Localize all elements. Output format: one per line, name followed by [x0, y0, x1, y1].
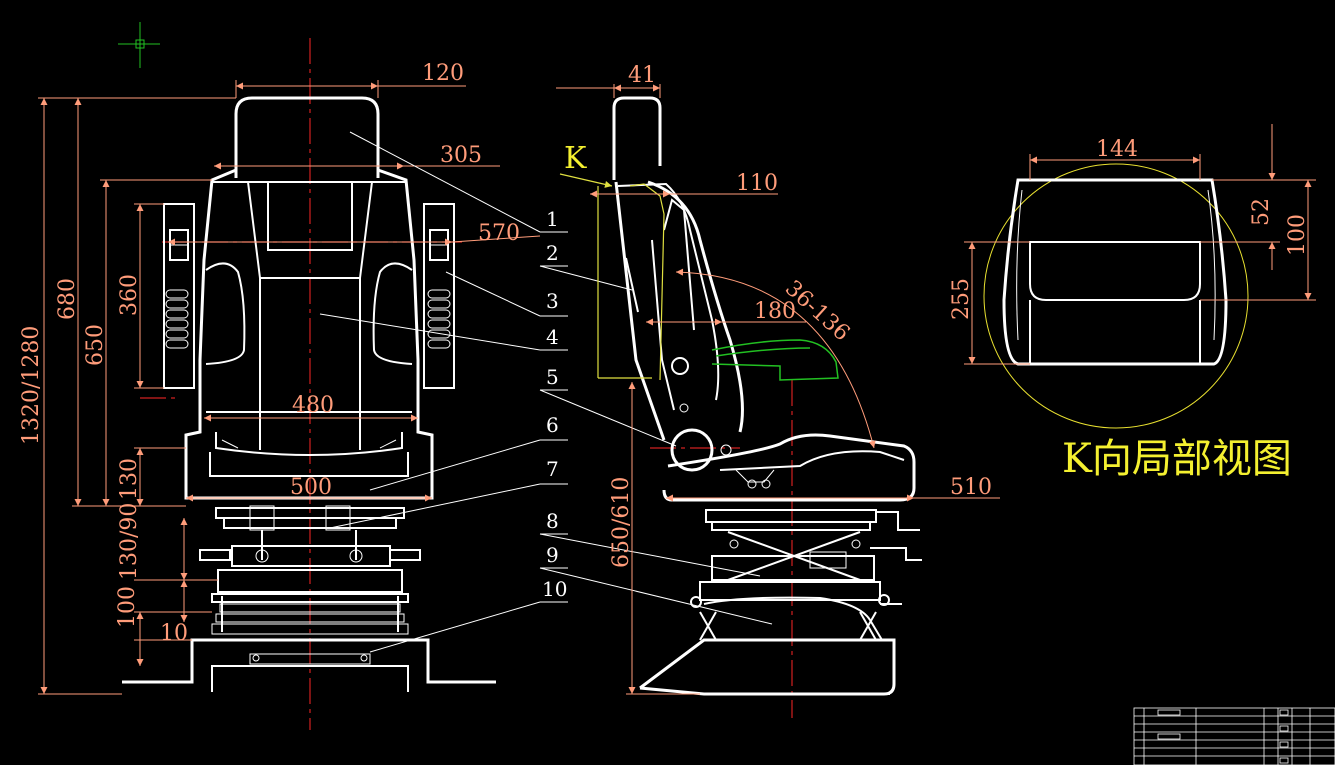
dim-side-seat-depth: 510 [950, 475, 992, 500]
view-marker-k: K [564, 141, 587, 176]
dim-base-10: 10 [160, 621, 188, 646]
ucs-crosshair-icon [118, 22, 160, 68]
dim-back-height: 570 [478, 221, 520, 246]
dim-height-680: 680 [55, 278, 80, 320]
part-number-8: 8 [546, 509, 559, 533]
part-number-7: 7 [546, 457, 559, 481]
dim-side-seat-height: 650/610 [609, 477, 634, 568]
part-number-9: 9 [546, 543, 559, 567]
part-number-3: 3 [546, 289, 559, 313]
part-number-4: 4 [546, 325, 559, 349]
part-number-10: 10 [542, 577, 567, 601]
part-number-6: 6 [546, 413, 559, 437]
dim-detail-52: 52 [1249, 198, 1274, 226]
dim-back-width: 480 [292, 393, 334, 418]
dim-side-110: 110 [736, 171, 778, 196]
dim-cushion-130: 130 [117, 458, 142, 500]
part-number-2: 2 [546, 241, 559, 265]
dim-headrest-offset: 305 [440, 143, 482, 168]
detail-view-title: K向局部视图 [1062, 436, 1292, 482]
dim-headrest-width: 120 [422, 61, 464, 86]
dim-base-100: 100 [115, 586, 140, 628]
dim-seat-width: 500 [290, 475, 332, 500]
dim-detail-100: 100 [1285, 214, 1310, 256]
dim-adjust-130-90: 130/90 [117, 503, 142, 580]
front-view [38, 38, 541, 730]
dim-side-headrest-depth: 41 [628, 63, 656, 88]
side-view [556, 84, 1000, 718]
dim-height-650: 650 [83, 324, 108, 366]
dim-side-180: 180 [754, 299, 796, 324]
dim-detail-255: 255 [949, 278, 974, 320]
part-leaders [319, 131, 773, 653]
k-detail-view [964, 124, 1316, 429]
title-block [1133, 707, 1335, 765]
part-number-5: 5 [546, 365, 559, 389]
dim-armrest-height: 360 [117, 274, 142, 316]
part-number-1: 1 [546, 207, 559, 231]
dim-total-height: 1320/1280 [19, 326, 44, 445]
dim-detail-width: 144 [1096, 137, 1138, 162]
